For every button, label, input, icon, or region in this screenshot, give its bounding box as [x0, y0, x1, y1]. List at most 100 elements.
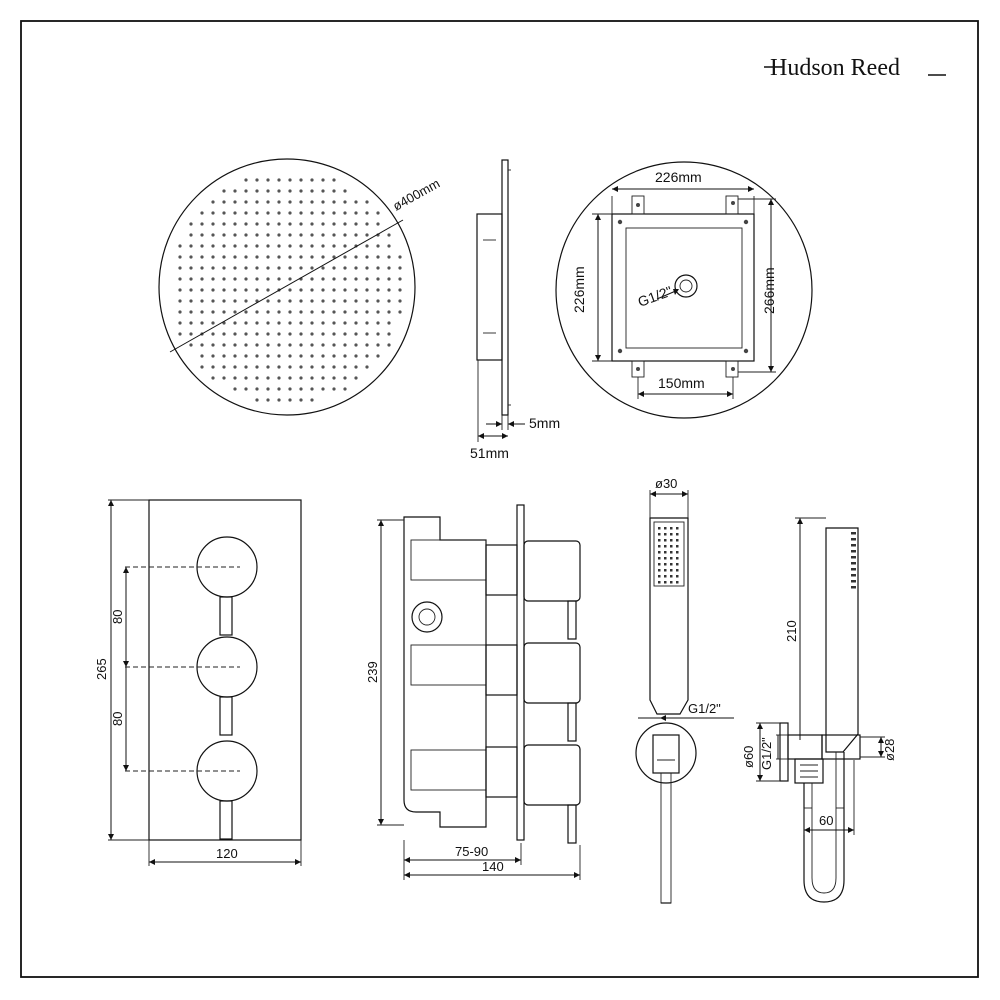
nozzle-dot: [255, 288, 259, 292]
nozzle-dot: [288, 376, 292, 380]
nozzle-dot: [222, 354, 226, 358]
nozzle-dot: [343, 266, 347, 270]
nozzle-dot: [222, 189, 226, 193]
nozzle-dot: [244, 255, 248, 259]
valve-inner-depth-label: 75-90: [455, 844, 488, 859]
nozzle-dot: [343, 387, 347, 391]
nozzle-dot: [244, 288, 248, 292]
mounting-frame-inner: [625, 227, 743, 349]
valve-body: [403, 516, 487, 828]
nozzle-dot: [343, 354, 347, 358]
handset-nozzle-dot: [670, 551, 673, 554]
nozzle-dot: [266, 277, 270, 281]
nozzle-dot: [255, 222, 259, 226]
nozzle-dot: [310, 189, 314, 193]
nozzle-dot: [222, 277, 226, 281]
shower-depth-label: 51mm: [470, 445, 509, 461]
nozzle-dot: [299, 233, 303, 237]
handset-side-nozzle-dot: [851, 574, 856, 577]
nozzle-dot: [222, 233, 226, 237]
nozzle-dot: [354, 211, 358, 215]
brand-logo: Hudson Reed: [764, 55, 946, 81]
nozzle-dot: [255, 255, 259, 259]
nozzle-dot: [244, 387, 248, 391]
handset-side-nozzle-dot: [851, 556, 856, 559]
nozzle-dot: [398, 310, 402, 314]
valve-depth-label: 140: [482, 859, 504, 874]
brand-name: Hudson Reed: [770, 55, 900, 81]
handset-side-nozzle-dot: [851, 532, 856, 535]
nozzle-dot: [343, 343, 347, 347]
nozzle-dot: [376, 244, 380, 248]
nozzle-dot: [321, 222, 325, 226]
handset-nozzle-dot: [676, 575, 679, 578]
nozzle-dot: [321, 211, 325, 215]
nozzle-dot: [365, 288, 369, 292]
nozzle-dot: [233, 376, 237, 380]
nozzle-dot: [189, 244, 193, 248]
nozzle-dot: [288, 310, 292, 314]
valve-spacing-lower-label: 80: [110, 712, 125, 726]
nozzle-dot: [277, 343, 281, 347]
nozzle-dot: [321, 387, 325, 391]
nozzle-dot: [343, 233, 347, 237]
nozzle-dot: [277, 321, 281, 325]
nozzle-dot: [387, 277, 391, 281]
plate-thickness-label: 5mm: [529, 415, 560, 431]
handset-side-nozzle-dot: [851, 580, 856, 583]
nozzle-dot: [354, 277, 358, 281]
nozzle-dot: [354, 365, 358, 369]
nozzle-dot: [343, 365, 347, 369]
handset-nozzle-dot: [664, 533, 667, 536]
valve-spacing-upper-label: 80: [110, 610, 125, 624]
nozzle-dot: [189, 233, 193, 237]
nozzle-dot: [244, 178, 248, 182]
nozzle-dot: [233, 365, 237, 369]
nozzle-dot: [288, 365, 292, 369]
nozzle-dot: [310, 310, 314, 314]
nozzle-dot: [244, 299, 248, 303]
nozzle-dot: [277, 244, 281, 248]
nozzle-dot: [365, 211, 369, 215]
nozzle-dot: [332, 376, 336, 380]
handset-nozzle-dot: [676, 569, 679, 572]
nozzle-dot: [310, 222, 314, 226]
nozzle-dot: [233, 189, 237, 193]
nozzle-dot: [310, 288, 314, 292]
nozzle-dot: [365, 244, 369, 248]
nozzle-dot: [310, 343, 314, 347]
nozzle-dot: [255, 244, 259, 248]
ceiling-plate-detail: G1/2" 226mm 226mm 266mm 150mm: [555, 161, 813, 419]
nozzle-dot: [321, 332, 325, 336]
nozzle-dot: [288, 244, 292, 248]
nozzle-dot: [365, 277, 369, 281]
nozzle-dot: [200, 277, 204, 281]
nozzle-dot: [365, 299, 369, 303]
nozzle-dot: [255, 189, 259, 193]
valve-height-label: 265: [94, 658, 109, 680]
nozzle-dot: [288, 233, 292, 237]
nozzle-dot: [233, 299, 237, 303]
nozzle-dot: [310, 244, 314, 248]
nozzle-dot: [211, 332, 215, 336]
wall-outlet-front: [635, 722, 697, 784]
nozzle-dot: [365, 310, 369, 314]
projection-label: 60: [819, 813, 833, 828]
nozzle-dot: [255, 200, 259, 204]
nozzle-dot: [211, 288, 215, 292]
shower-head-diameter-label: ø400mm: [390, 176, 442, 214]
nozzle-dot: [277, 310, 281, 314]
nozzle-dot: [321, 354, 325, 358]
handset-nozzle-dot: [658, 545, 661, 548]
nozzle-dot: [354, 299, 358, 303]
nozzle-dot: [354, 376, 358, 380]
nozzle-dot: [277, 332, 281, 336]
nozzle-dot: [222, 244, 226, 248]
nozzle-dot: [299, 321, 303, 325]
handset-side-nozzle-dot: [851, 544, 856, 547]
handset-nozzle-dot: [664, 575, 667, 578]
nozzle-dot: [178, 310, 182, 314]
handset-nozzle-dot: [676, 563, 679, 566]
nozzle-dot: [332, 233, 336, 237]
nozzle-dot: [343, 255, 347, 259]
